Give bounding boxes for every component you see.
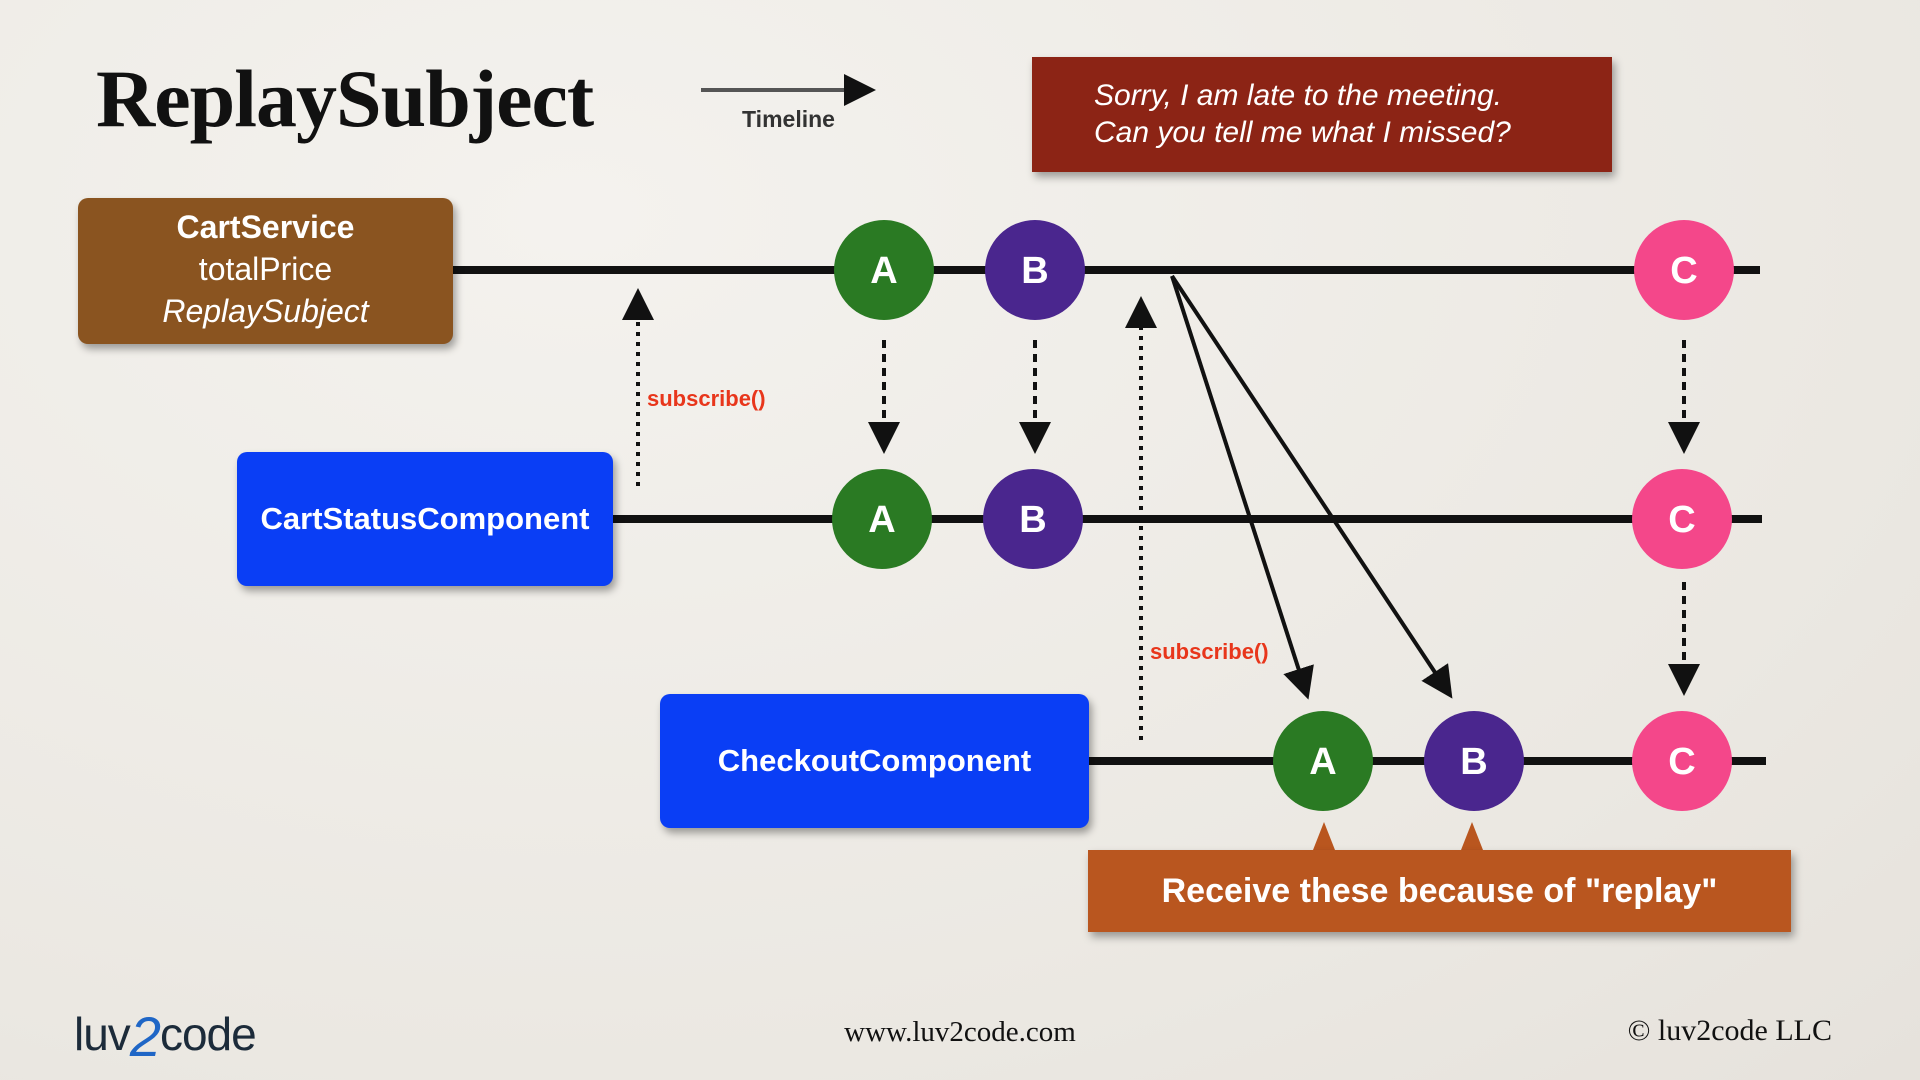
replay-arrow-b [1170,274,1453,699]
checkout-component-box: CheckoutComponent [660,694,1089,828]
subscribe-label-cartstatus: subscribe() [647,386,766,411]
node-label: C [1670,250,1697,292]
node-label: A [868,499,895,541]
service-property: totalPrice [198,251,333,287]
node-c-checkout: C [1632,711,1732,811]
node-c-cartservice: C [1634,220,1734,320]
replay-note-text: Receive these because of "replay" [1161,871,1718,910]
node-b-checkout: B [1424,711,1524,811]
node-label: C [1668,741,1695,783]
node-label: B [1021,250,1048,292]
logo-prefix: luv [74,1008,131,1060]
page-title: ReplaySubject [96,53,594,144]
logo-two: 2 [129,1005,161,1068]
cartstatus-component-box: CartStatusComponent [237,452,613,586]
subscribe-label-checkout: subscribe() [1150,639,1269,664]
node-label: A [1309,741,1336,783]
service-name: CartService [176,209,355,245]
luv2code-logo: luv2code [74,998,257,1068]
node-b-cartservice: B [985,220,1085,320]
node-label: B [1019,499,1046,541]
timeline-label: Timeline [742,106,835,132]
node-c-cartstatus: C [1632,469,1732,569]
node-label: A [870,250,897,292]
node-a-checkout: A [1273,711,1373,811]
cartstatus-label: CartStatusComponent [260,501,590,536]
late-subscriber-callout: Sorry, I am late to the meeting. Can you… [1032,57,1612,172]
replay-pointer-a [1313,822,1335,850]
node-a-cartservice: A [834,220,934,320]
replay-arrow-a [1170,275,1314,700]
node-label: C [1668,499,1695,541]
node-b-cartstatus: B [983,469,1083,569]
callout-line-1: Sorry, I am late to the meeting. [1094,79,1502,112]
replay-note-box: Receive these because of "replay" [1088,850,1791,932]
node-label: B [1460,741,1487,783]
logo-suffix: code [159,1008,257,1060]
replay-pointer-b [1461,822,1483,850]
cartservice-box: CartService totalPrice ReplaySubject [78,198,453,344]
service-type: ReplaySubject [162,293,369,329]
footer-copyright: © luv2code LLC [1627,1014,1832,1047]
node-a-cartstatus: A [832,469,932,569]
callout-line-2: Can you tell me what I missed? [1094,116,1511,149]
footer-url: www.luv2code.com [844,1016,1076,1048]
checkout-label: CheckoutComponent [717,743,1032,778]
